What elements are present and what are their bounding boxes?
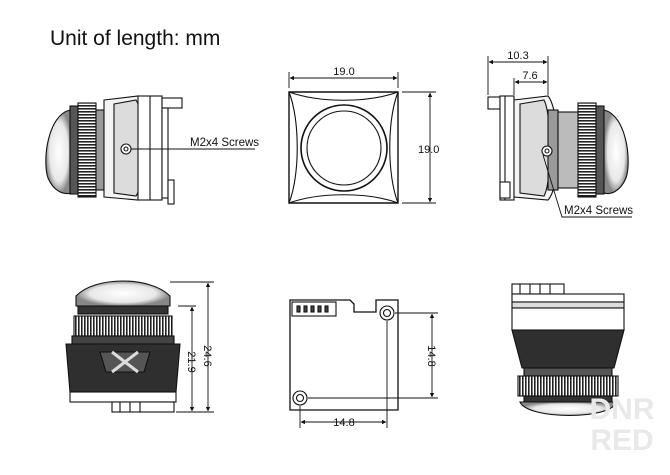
front-width-label: 19.0 — [333, 66, 354, 78]
side-view-right — [487, 95, 629, 201]
top-view-height-dimensions — [170, 281, 214, 413]
watermark-line1: DNR — [590, 393, 655, 426]
watermark-line2: RED — [590, 424, 653, 457]
side-view-left — [45, 95, 183, 205]
front-height-label: 19.0 — [418, 144, 439, 156]
side-total-label: 10.3 — [507, 50, 528, 62]
front-width-dimension — [288, 72, 399, 88]
side-dimensions-right — [487, 56, 549, 95]
top-view — [65, 280, 181, 413]
back-height-label: 14.8 — [425, 345, 437, 366]
diagram-title: Unit of length: mm — [50, 27, 221, 50]
bottom-view — [511, 283, 625, 417]
back-width-label: 14.8 — [333, 417, 354, 429]
back-view — [289, 299, 399, 411]
screw-callout-right — [542, 154, 632, 218]
screws-label-left: M2x4 Screws — [190, 137, 259, 149]
front-height-dimension — [402, 91, 436, 204]
back-dimensions — [299, 312, 438, 428]
height-body-label: 21.9 — [185, 351, 197, 372]
screws-label-right: M2x4 Screws — [564, 205, 633, 217]
side-inner-label: 7.6 — [522, 70, 537, 82]
front-view — [288, 91, 399, 204]
height-total-label: 24.6 — [201, 345, 213, 366]
